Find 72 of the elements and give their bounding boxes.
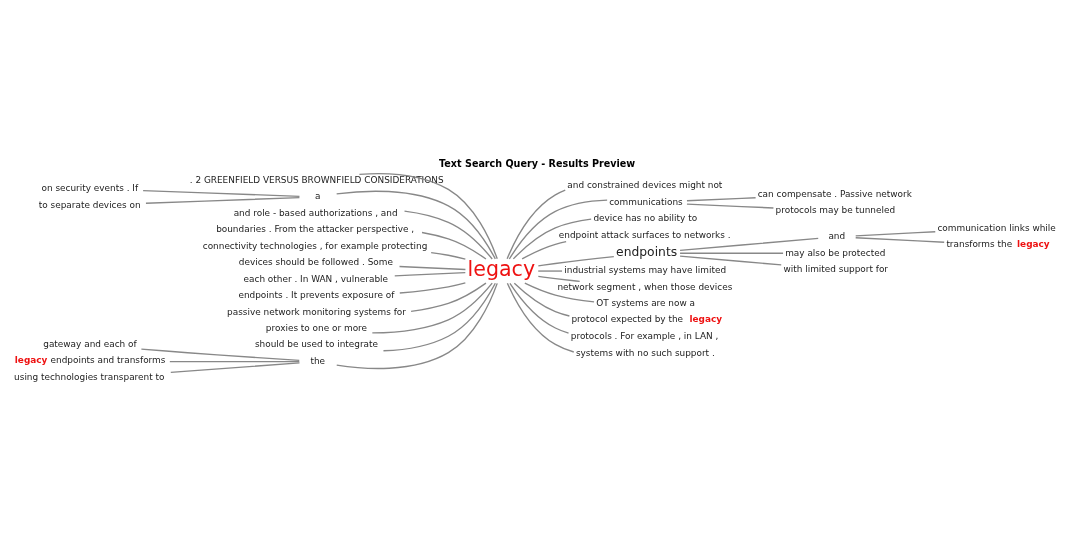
node-text: gateway and each of — [43, 339, 137, 350]
connector — [679, 252, 784, 254]
connector — [399, 282, 467, 294]
connector — [169, 360, 300, 363]
connector — [170, 362, 301, 373]
connector — [336, 282, 498, 370]
connector — [537, 275, 581, 283]
connector — [512, 218, 592, 260]
connector — [855, 237, 945, 243]
node-text: the — [310, 355, 326, 366]
connector — [537, 270, 563, 272]
diagram-title: Text Search Query - Results Preview — [439, 158, 636, 170]
node-text: passive network monitoring systems for — [227, 306, 406, 317]
node-text: a — [314, 191, 321, 202]
node-text: proxies to one or more — [265, 323, 368, 334]
connector — [430, 251, 467, 260]
connector — [371, 282, 493, 334]
connector — [398, 265, 467, 271]
node-text: systems with no such support . — [575, 347, 715, 358]
node-text: OT systems are now a — [596, 298, 696, 309]
node-text: each other . In WAN , vulnerable — [243, 273, 389, 284]
node-text: should be used to integrate — [254, 339, 379, 350]
node-text: connectivity technologies , for example protecting — [202, 240, 428, 251]
connector — [855, 231, 936, 237]
connector — [335, 190, 496, 260]
node-text: with limited support for — [783, 264, 889, 275]
node-text: using technologies transparent to — [14, 372, 165, 383]
connector — [537, 256, 615, 267]
connector — [358, 172, 498, 260]
node-text: legacy endpoints and transforms — [14, 355, 166, 366]
connector — [145, 196, 301, 204]
node-text: and — [828, 231, 846, 242]
connector — [679, 255, 782, 266]
connector — [508, 199, 608, 260]
node-text: may also be protected — [785, 247, 886, 258]
connector — [410, 282, 487, 312]
connector — [679, 237, 819, 252]
connector — [394, 272, 466, 277]
connector — [521, 240, 567, 260]
node-text: communication links while — [937, 222, 1056, 233]
connector — [506, 282, 575, 353]
connector — [524, 282, 595, 303]
node-text: devices should be followed . Some — [238, 257, 393, 268]
node-text: and role - based authorizations , and — [233, 207, 398, 218]
node-text: protocols . For example , in LAN , — [570, 331, 719, 342]
node-text: . 2 GREENFIELD VERSUS BROWNFIELD CONSIDERATIONS — [189, 174, 444, 185]
node-text: protocols may be tunneled — [775, 205, 896, 216]
connector — [506, 189, 566, 260]
node-text: on security events . If — [41, 183, 139, 194]
node-text: transforms the legacy — [946, 238, 1050, 249]
connector — [513, 282, 571, 317]
node-text: endpoint attack surfaces to networks . — [558, 229, 731, 240]
connector — [686, 203, 775, 209]
node-text: industrial systems may have limited — [564, 265, 727, 276]
connector — [403, 210, 493, 260]
node-text: to separate devices on — [38, 199, 141, 210]
node-text: legacy — [467, 257, 536, 282]
node-text: endpoints — [616, 245, 678, 260]
node-text: network segment , when those devices — [557, 281, 733, 292]
connector — [509, 282, 570, 334]
node-text: communications — [609, 196, 683, 207]
connector — [421, 231, 487, 260]
connector — [686, 197, 757, 202]
connector — [382, 282, 496, 352]
node-text: boundaries . From the attacker perspective , — [216, 224, 415, 235]
connector — [140, 348, 300, 362]
node-text: protocol expected by the legacy — [571, 314, 723, 325]
node-text: device has no ability to — [593, 213, 698, 224]
connector — [142, 189, 301, 197]
node-text: endpoints . It prevents exposure of — [238, 290, 395, 301]
node-text: and constrained devices might not — [567, 180, 723, 191]
node-text: can compensate . Passive network — [757, 188, 912, 199]
